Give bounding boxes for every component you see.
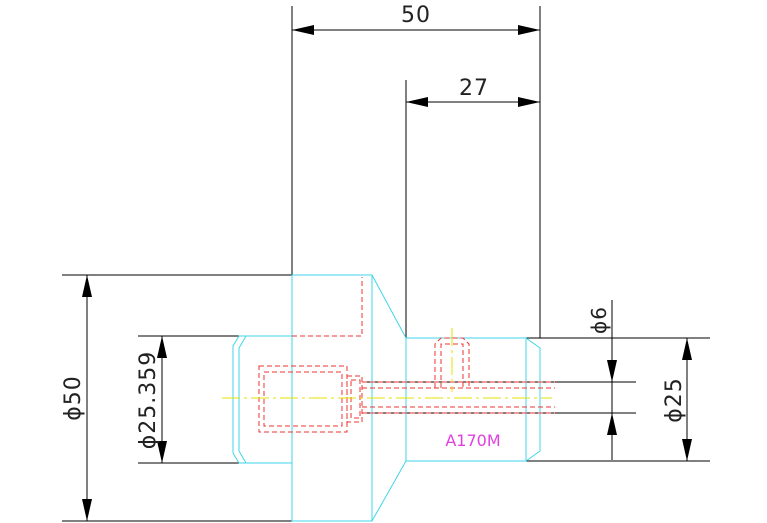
inner-cavity-inner-hidden bbox=[263, 371, 343, 427]
part-label: A170M bbox=[445, 431, 500, 450]
dimension-bore-diameter: ϕ25.359 bbox=[136, 335, 250, 464]
arrow-down bbox=[157, 441, 167, 463]
shank-tip bbox=[525, 337, 541, 462]
arrow-left bbox=[406, 97, 428, 107]
arrow-down bbox=[682, 439, 692, 461]
bore-outline bbox=[232, 335, 292, 464]
arrow-right bbox=[518, 25, 540, 35]
arrow-up bbox=[682, 338, 692, 360]
arrow-down bbox=[82, 499, 92, 521]
dimension-outer-diameter: ϕ50 bbox=[61, 274, 292, 522]
arrow-up bbox=[607, 413, 617, 435]
shank-diameter-label: ϕ25 bbox=[662, 377, 687, 423]
bore-step-inner-hidden bbox=[350, 379, 361, 419]
step-length-label: 27 bbox=[459, 76, 489, 101]
counterbore-hidden bbox=[292, 277, 363, 337]
bore-step-hidden bbox=[346, 375, 363, 423]
arrow-left bbox=[292, 25, 314, 35]
cross-pin-inner-hidden bbox=[440, 343, 464, 388]
arrow-up bbox=[157, 336, 167, 358]
outer-diameter-label: ϕ50 bbox=[61, 375, 86, 421]
tapered-shoulder bbox=[371, 274, 407, 522]
arrow-right bbox=[518, 97, 540, 107]
dimension-step-length: 27 bbox=[405, 76, 540, 338]
arrow-down bbox=[607, 360, 617, 382]
dimension-shank-diameter: ϕ25 bbox=[526, 337, 710, 462]
bore-diameter-label: ϕ25.359 bbox=[136, 351, 161, 450]
dimension-overall-length: 50 bbox=[291, 3, 541, 338]
bore-chamfer bbox=[238, 335, 247, 464]
inner-cavity-hidden bbox=[258, 365, 348, 433]
pin-diameter-label: ϕ6 bbox=[587, 306, 611, 334]
shank bbox=[406, 337, 527, 462]
hidden-features bbox=[258, 277, 555, 433]
center-lines bbox=[222, 328, 552, 399]
arrow-up bbox=[82, 275, 92, 297]
cross-pin-hidden bbox=[434, 337, 470, 388]
overall-length-label: 50 bbox=[401, 3, 431, 28]
